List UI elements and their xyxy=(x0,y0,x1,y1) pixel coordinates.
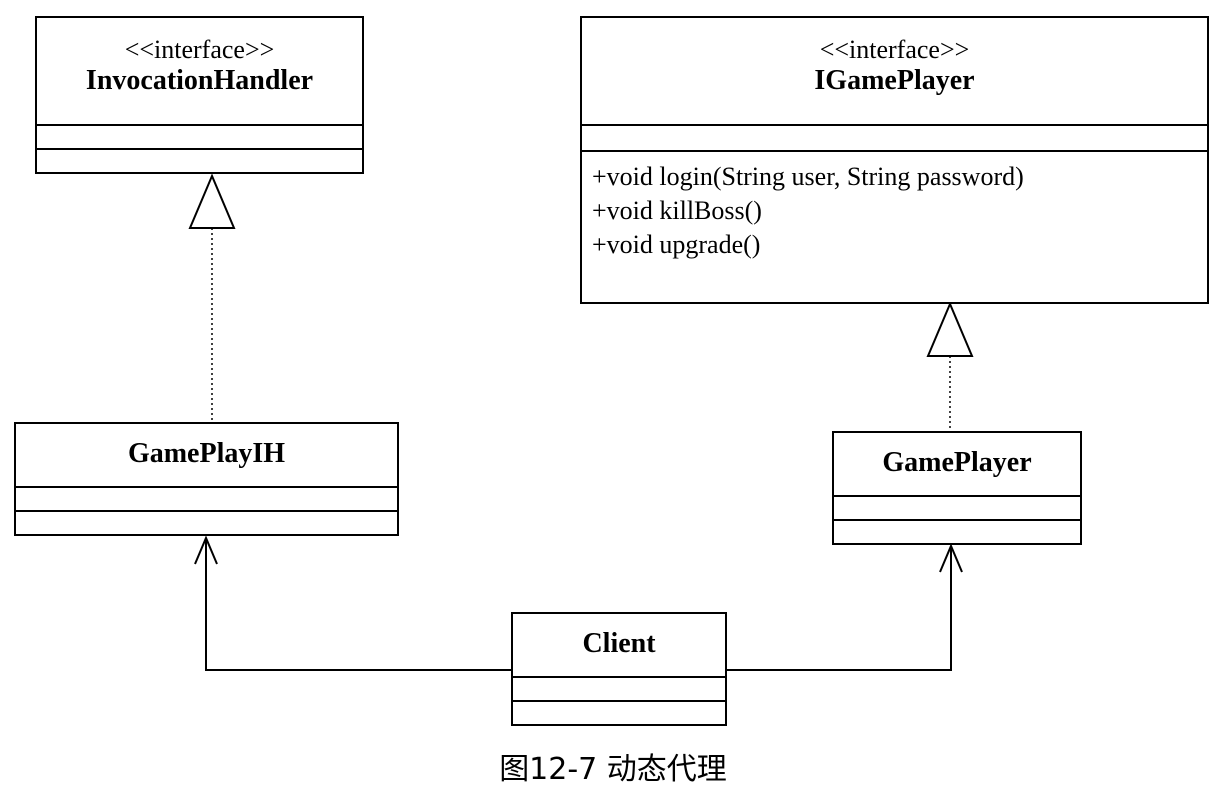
class-client: Client xyxy=(511,612,727,726)
operation-login: +void login(String user, String password… xyxy=(592,162,1024,191)
figure-caption: 图12-7 动态代理 xyxy=(499,752,727,787)
class-header: GamePlayer xyxy=(834,433,1080,497)
attributes-section xyxy=(582,126,1207,152)
stereotype-label: <<interface>> xyxy=(819,35,970,64)
association-arrowhead-gameplayih xyxy=(194,535,218,565)
operation-upgrade: +void upgrade() xyxy=(592,230,761,259)
class-header: <<interface>> IGamePlayer xyxy=(582,18,1207,126)
operations-section: +void login(String user, String password… xyxy=(582,152,1207,270)
class-name: IGamePlayer xyxy=(814,65,975,96)
attributes-section xyxy=(37,126,362,150)
class-name: GamePlayIH xyxy=(127,438,286,469)
class-header: Client xyxy=(513,614,725,678)
class-name: InvocationHandler xyxy=(85,65,314,96)
operations-section xyxy=(16,512,397,534)
class-header: GamePlayIH xyxy=(16,424,397,488)
association-arrowhead-gameplayer xyxy=(939,543,963,573)
class-game-player: GamePlayer xyxy=(832,431,1082,545)
attributes-section xyxy=(16,488,397,512)
class-name: Client xyxy=(582,628,656,659)
realization-arrowhead-invocationhandler xyxy=(188,173,236,229)
association-client-gameplayer xyxy=(727,546,952,671)
operations-section xyxy=(37,150,362,172)
stereotype-label: <<interface>> xyxy=(124,35,275,64)
operation-killboss: +void killBoss() xyxy=(592,196,762,225)
realization-arrowhead-igameplayer xyxy=(926,301,974,357)
association-client-gameplayih xyxy=(205,538,511,671)
operations-section xyxy=(834,521,1080,543)
attributes-section xyxy=(834,497,1080,521)
class-game-play-ih: GamePlayIH xyxy=(14,422,399,536)
class-invocation-handler: <<interface>> InvocationHandler xyxy=(35,16,364,174)
attributes-section xyxy=(513,678,725,702)
operations-section xyxy=(513,702,725,724)
class-igame-player: <<interface>> IGamePlayer +void login(St… xyxy=(580,16,1209,304)
class-header: <<interface>> InvocationHandler xyxy=(37,18,362,126)
class-name: GamePlayer xyxy=(882,447,1032,478)
